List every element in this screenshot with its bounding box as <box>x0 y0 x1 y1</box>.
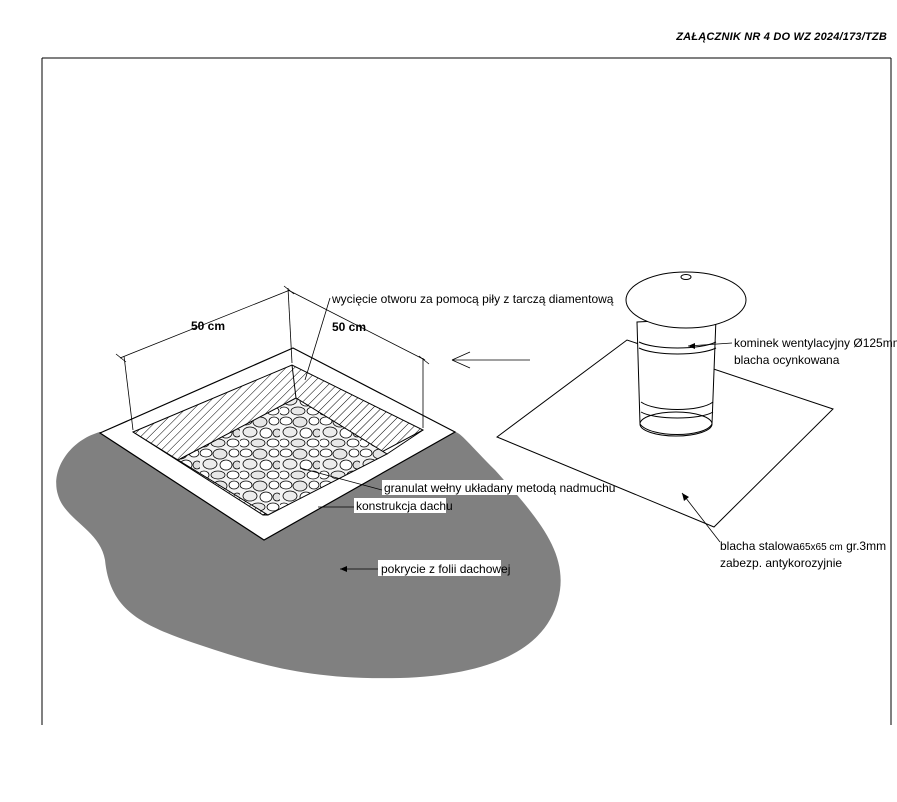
label-vent-line1: kominek wentylacyjny Ø125mm <box>734 336 897 350</box>
arrow-left-icon <box>451 351 530 369</box>
sheet-frame <box>41 57 892 725</box>
dimension-label-b: 50 cm <box>332 320 366 334</box>
dimension-lines <box>115 285 430 431</box>
label-granulate: granulat wełny układany metodą nadmuchu <box>384 481 615 495</box>
dimension-label-a: 50 cm <box>191 319 225 333</box>
vent-chimney <box>625 271 747 437</box>
label-cut-opening: wycięcie otworu za pomocą piły z tarczą … <box>331 292 614 306</box>
label-vent-line2: blacha ocynkowana <box>734 353 840 367</box>
label-roof-construction: konstrukcja dachu <box>356 499 453 513</box>
attachment-label: ZAŁĄCZNIK NR 4 DO WZ 2024/173/TZB <box>676 31 887 43</box>
label-roof-covering: pokrycie z folii dachowej <box>381 562 510 576</box>
label-plate-line1: blacha stalowa65x65 cm gr.3mm <box>720 539 886 553</box>
label-plate-line2: zabezp. antykorozyjnie <box>720 556 842 570</box>
